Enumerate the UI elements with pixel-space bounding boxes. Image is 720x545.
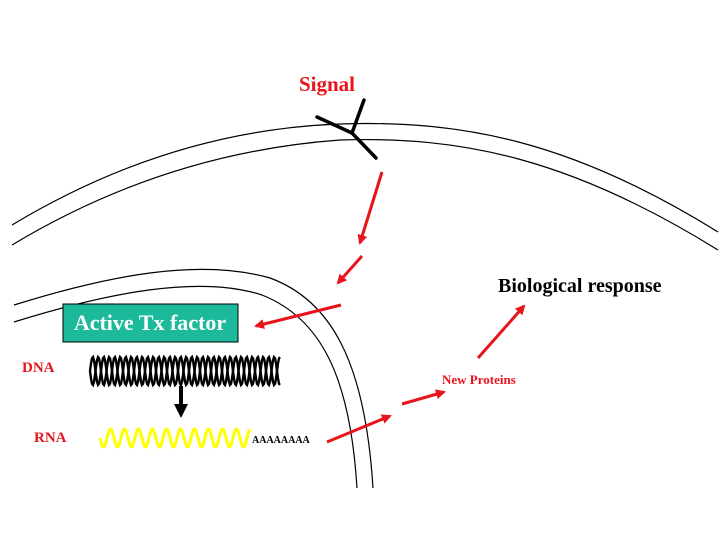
- double-helix-icon: [88, 354, 281, 388]
- cell-membrane: [11, 122, 719, 251]
- signal-label: Signal: [299, 72, 355, 96]
- arrow-to-response: [476, 304, 526, 359]
- dna-strand-b: [88, 354, 281, 388]
- active-tx-factor-box: [62, 303, 239, 343]
- signal-arrows: [254, 171, 526, 444]
- active-tx-factor-label: Active Tx factor: [74, 310, 227, 335]
- arrow-receptor-down: [357, 171, 384, 245]
- biological-response-label: Biological response: [498, 275, 662, 297]
- arrow-rna-export: [326, 414, 392, 444]
- polya-tail-label: AAAAAAAA: [252, 435, 311, 446]
- single-strand-wave-icon: [98, 427, 252, 449]
- arrow-to-tx-factor: [254, 303, 342, 329]
- nuclear-envelope: [13, 268, 374, 489]
- arrow-to-new-proteins: [401, 389, 446, 406]
- dna-strand-a: [88, 354, 281, 388]
- new-proteins-label: New Proteins: [442, 372, 516, 387]
- rna-label: RNA: [34, 430, 67, 446]
- dna-label: DNA: [22, 360, 55, 376]
- arrow-cytoplasm-down: [336, 255, 364, 285]
- receptor-icon: [315, 98, 378, 160]
